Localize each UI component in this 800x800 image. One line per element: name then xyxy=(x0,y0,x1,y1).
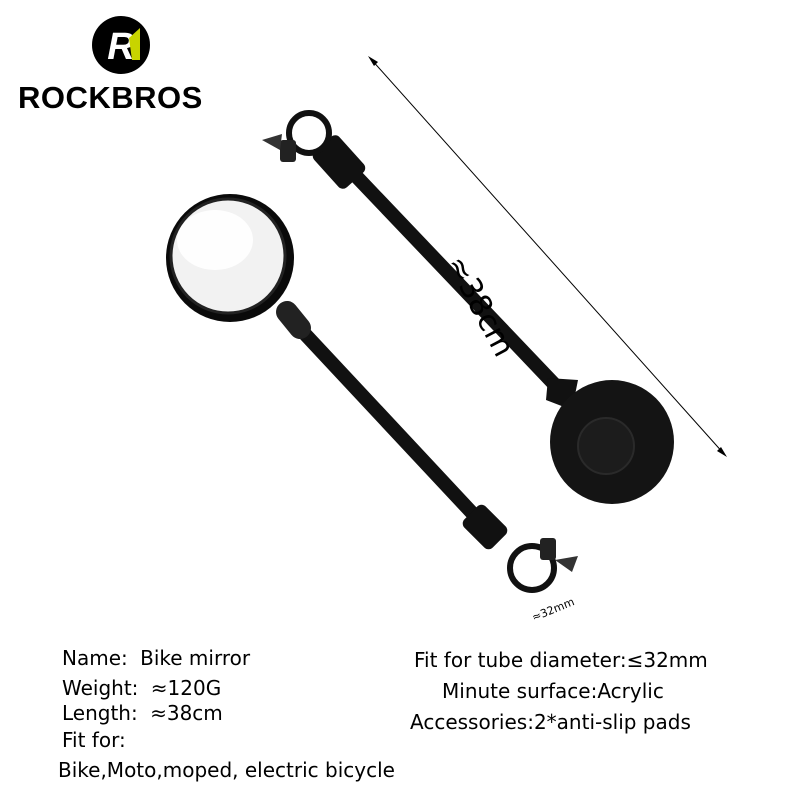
brand-name: ROCKBROS xyxy=(18,80,203,115)
mirror-surface-spec: Minute surface:Acrylic xyxy=(442,679,664,703)
left-mirror xyxy=(166,194,578,593)
name-value: Bike mirror xyxy=(140,646,251,670)
fit-for-value: Bike,Moto,moped, electric bicycle xyxy=(58,758,395,782)
name-label: Name: xyxy=(62,646,128,670)
length-value: ≈38cm xyxy=(150,701,223,725)
fit-for-label: Fit for: xyxy=(62,728,126,752)
length-label: Length: xyxy=(62,701,138,725)
weight-spec: Weight: ≈120G xyxy=(62,678,221,698)
rockbros-logo-icon: R xyxy=(92,16,150,74)
dimension-arrow xyxy=(368,56,727,457)
name-spec: Name: Bike mirror xyxy=(62,648,250,668)
length-spec: Length: ≈38cm xyxy=(62,703,223,723)
weight-label: Weight: xyxy=(62,676,139,700)
tube-diameter-spec: Fit for tube diameter:≤32mm xyxy=(414,648,708,672)
right-mirror xyxy=(262,110,674,504)
accessories-spec: Accessories:2*anti-slip pads xyxy=(410,710,691,734)
weight-value: ≈120G xyxy=(150,676,222,700)
